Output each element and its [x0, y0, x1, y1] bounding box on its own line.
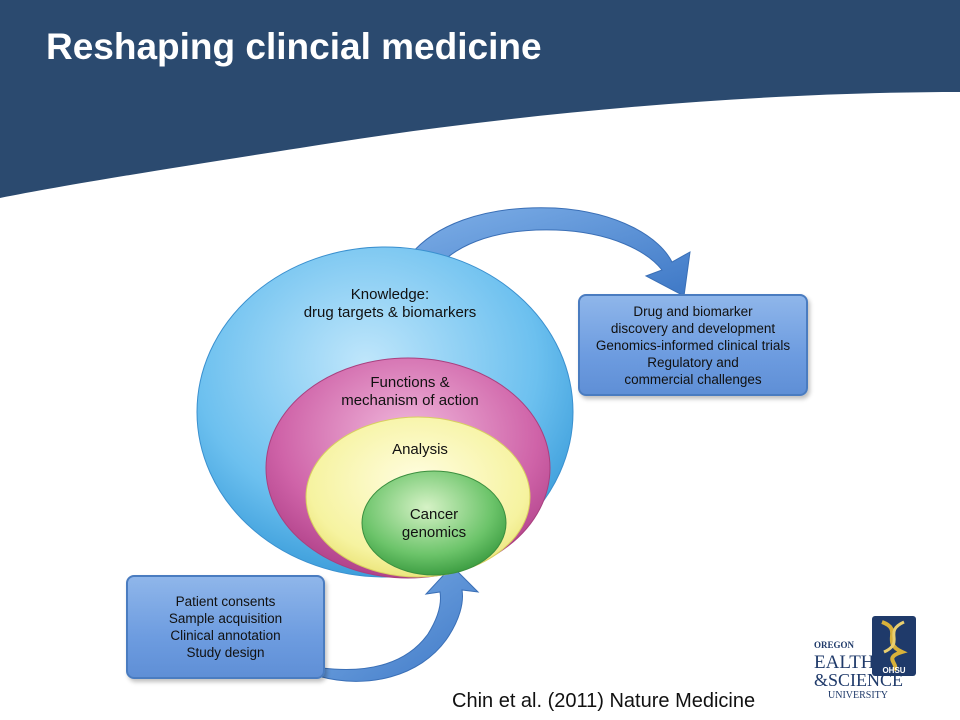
slide-title: Reshaping clincial medicine [46, 26, 542, 67]
analysis-label: Analysis [360, 441, 480, 459]
drug-box-line: Regulatory and [647, 354, 739, 370]
top-curved-arrow [404, 207, 691, 297]
knowledge-label: Knowledge: drug targets & biomarkers [280, 286, 500, 322]
patient-inputs-box: Patient consents Sample acquisition Clin… [126, 575, 325, 679]
drug-discovery-box: Drug and biomarker discovery and develop… [578, 294, 808, 396]
patient-box-line: Study design [186, 645, 265, 660]
cancer-genomics-label: Cancer genomics [384, 506, 484, 542]
patient-box-line: Sample acquisition [168, 611, 283, 626]
patient-box-line: Patient consents [175, 594, 276, 609]
svg-text:UNIVERSITY: UNIVERSITY [828, 690, 888, 701]
drug-box-line: Genomics-informed clinical trials [595, 337, 791, 353]
knowledge-label-line: drug targets & biomarkers [303, 304, 477, 321]
bottom-curved-arrow [317, 565, 480, 682]
functions-label-line: Functions & [370, 374, 450, 391]
cancer-genomics-label-line: Cancer [409, 506, 459, 523]
ohsu-logo: OHSU OREGON EALTH &SCIENCE UNIVERSITY [814, 616, 916, 701]
svg-text:OREGON: OREGON [814, 640, 855, 650]
drug-box-line: discovery and development [610, 320, 776, 336]
header-band [0, 0, 960, 198]
patient-box-line: Clinical annotation [170, 628, 281, 643]
cancer-genomics-label-line: genomics [401, 524, 467, 541]
drug-box-line: Drug and biomarker [633, 303, 753, 319]
svg-text:&SCIENCE: &SCIENCE [814, 670, 903, 690]
logo-helix-icon [881, 620, 908, 672]
analysis-label-line: Analysis [392, 441, 448, 458]
functions-label-line: mechanism of action [341, 392, 479, 409]
functions-label: Functions & mechanism of action [310, 374, 510, 410]
svg-text:EALTH: EALTH [814, 652, 875, 673]
logo-badge-text: OHSU [882, 666, 905, 675]
citation: Chin et al. (2011) Nature Medicine [452, 690, 756, 712]
circle-cancer-genomics [361, 470, 507, 576]
drug-box-line: commercial challenges [624, 371, 762, 387]
knowledge-label-line: Knowledge: [350, 286, 430, 303]
